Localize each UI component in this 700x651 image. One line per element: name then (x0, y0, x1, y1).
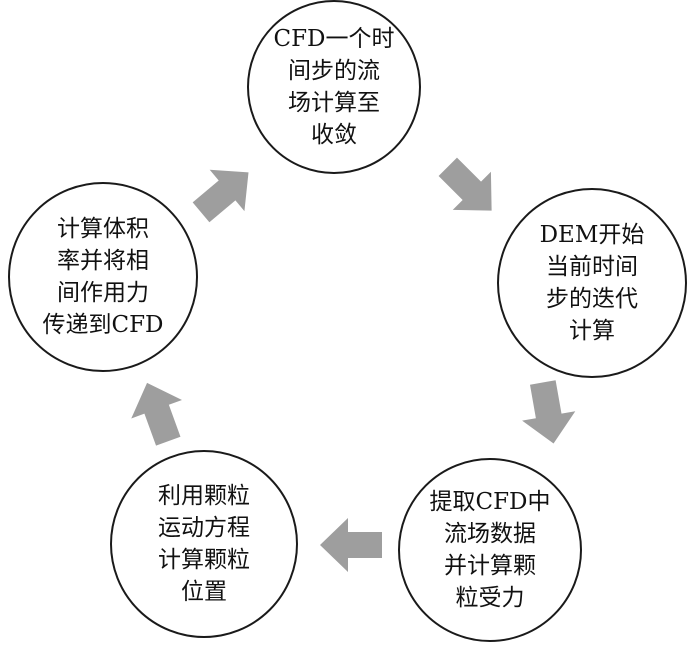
node-dem-iteration-text: DEM开始 当前时间 步的迭代 计算 (540, 219, 645, 347)
node-line: 计算体积 (57, 216, 149, 242)
node-line: 粒受力 (455, 585, 525, 611)
node-line: 利用颗粒 (158, 483, 250, 509)
arrow-n5-to-n1 (192, 169, 249, 223)
node-line: 步的迭代 (546, 286, 638, 312)
node-line: 计算颗粒 (158, 547, 250, 573)
node-line: 并计算颗 (444, 553, 536, 579)
node-particle-position-text: 利用颗粒 运动方程 计算颗粒 位置 (158, 480, 250, 608)
arrow-n2-to-n3 (522, 380, 576, 444)
node-line: 运动方程 (158, 515, 250, 541)
node-line: 间作用力 (57, 280, 149, 306)
arrow-n1-to-n2 (438, 157, 492, 211)
node-particle-force-text: 提取CFD中 流场数据 并计算颗 粒受力 (430, 486, 551, 614)
node-volume-fraction: 计算体积 率并将相 间作用力 传递到CFD (8, 182, 198, 372)
arrow-n4-to-n5 (131, 382, 183, 446)
node-cfd-flow-field-text: CFD一个时 间步的流 场计算至 收敛 (274, 23, 395, 151)
node-line: 提取CFD中 (429, 489, 551, 515)
node-line: DEM开始 (539, 222, 645, 248)
node-line: 计算 (569, 318, 615, 344)
node-line: 场计算至 (288, 90, 380, 116)
node-dem-iteration: DEM开始 当前时间 步的迭代 计算 (497, 188, 687, 378)
node-line: 间步的流 (288, 58, 380, 84)
node-line: 位置 (181, 579, 227, 605)
node-line: 收敛 (311, 122, 357, 148)
node-particle-position: 利用颗粒 运动方程 计算颗粒 位置 (110, 450, 298, 638)
node-particle-force: 提取CFD中 流场数据 并计算颗 粒受力 (398, 458, 582, 642)
node-line: 当前时间 (546, 254, 638, 280)
node-line: 率并将相 (57, 248, 149, 274)
node-cfd-flow-field: CFD一个时 间步的流 场计算至 收敛 (247, 0, 421, 174)
arrow-n3-to-n4 (320, 518, 382, 572)
node-volume-fraction-text: 计算体积 率并将相 间作用力 传递到CFD (43, 213, 164, 341)
node-line: 传递到CFD (42, 312, 164, 338)
node-line: CFD一个时 (273, 26, 395, 52)
node-line: 流场数据 (444, 521, 536, 547)
